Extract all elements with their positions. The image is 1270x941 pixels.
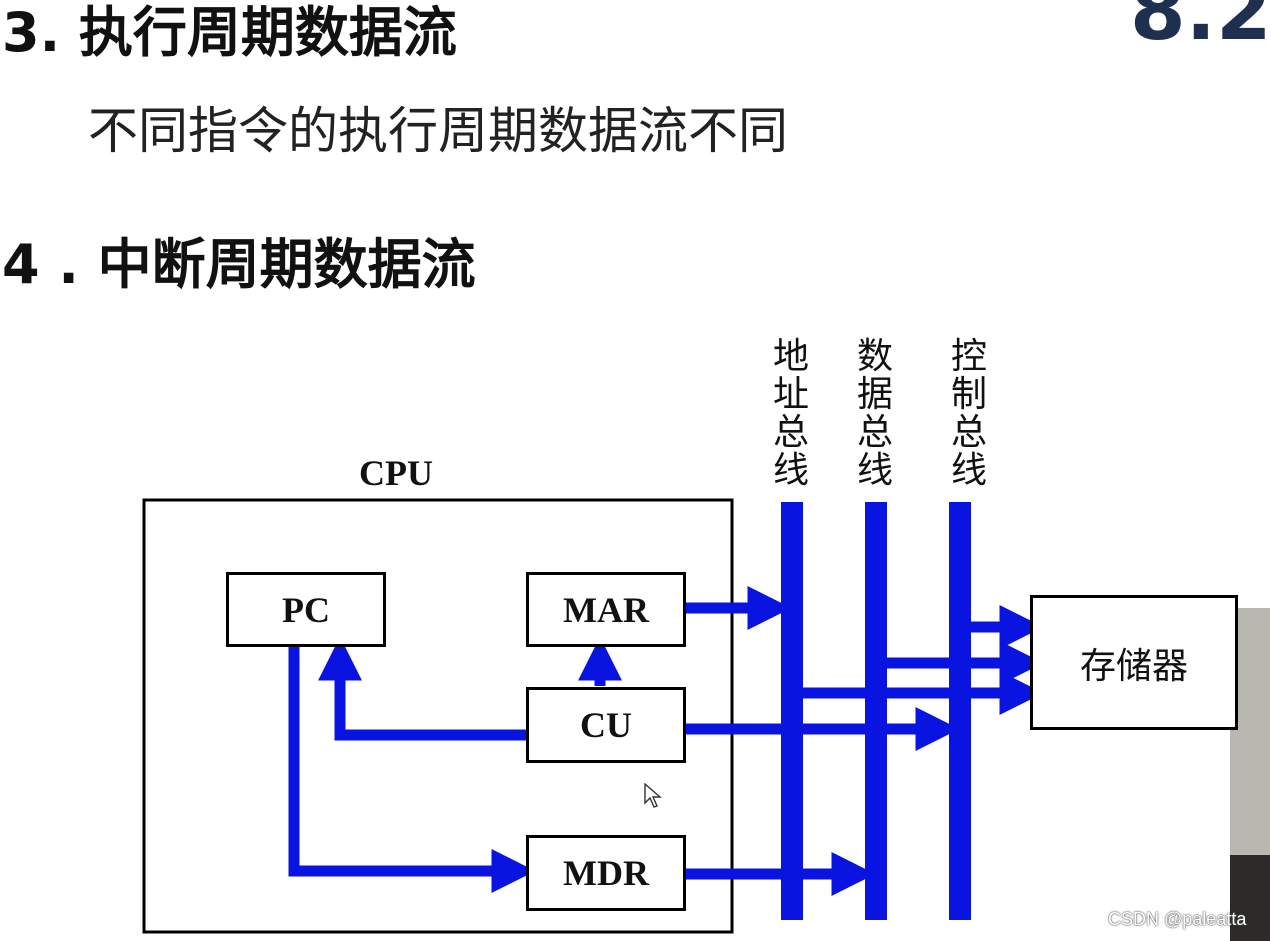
cpu-label: CPU — [359, 453, 433, 493]
address-bus — [781, 502, 803, 920]
watermark: CSDN @paleatta — [1108, 909, 1247, 929]
mdr-register: MDR — [526, 835, 686, 911]
page-number: 8.2 — [1130, 0, 1270, 58]
cu-to-pc-arrow — [318, 636, 527, 741]
data-bus — [865, 502, 887, 920]
data-bus-label: 数据总线 — [856, 336, 893, 491]
address-bus-label: 地址总线 — [772, 336, 809, 491]
memory-label: 存储器 — [1079, 645, 1188, 687]
mouse-cursor-icon — [644, 783, 662, 808]
mar-register: MAR — [526, 572, 686, 647]
control-bus — [949, 502, 971, 920]
heading-interrupt-cycle: 4 . 中断周期数据流 — [2, 233, 476, 296]
cu-unit: CU — [526, 687, 686, 763]
cpu-frame — [142, 498, 734, 934]
control-bus-label: 控制总线 — [950, 336, 987, 491]
pc-to-mdr-arrow — [288, 646, 536, 893]
heading-execute-cycle: 3. 执行周期数据流 — [2, 1, 457, 64]
pc-register: PC — [226, 572, 386, 647]
subtext-execute-cycle: 不同指令的执行周期数据流不同 — [88, 102, 788, 160]
memory-box: 存储器 — [1030, 595, 1238, 730]
